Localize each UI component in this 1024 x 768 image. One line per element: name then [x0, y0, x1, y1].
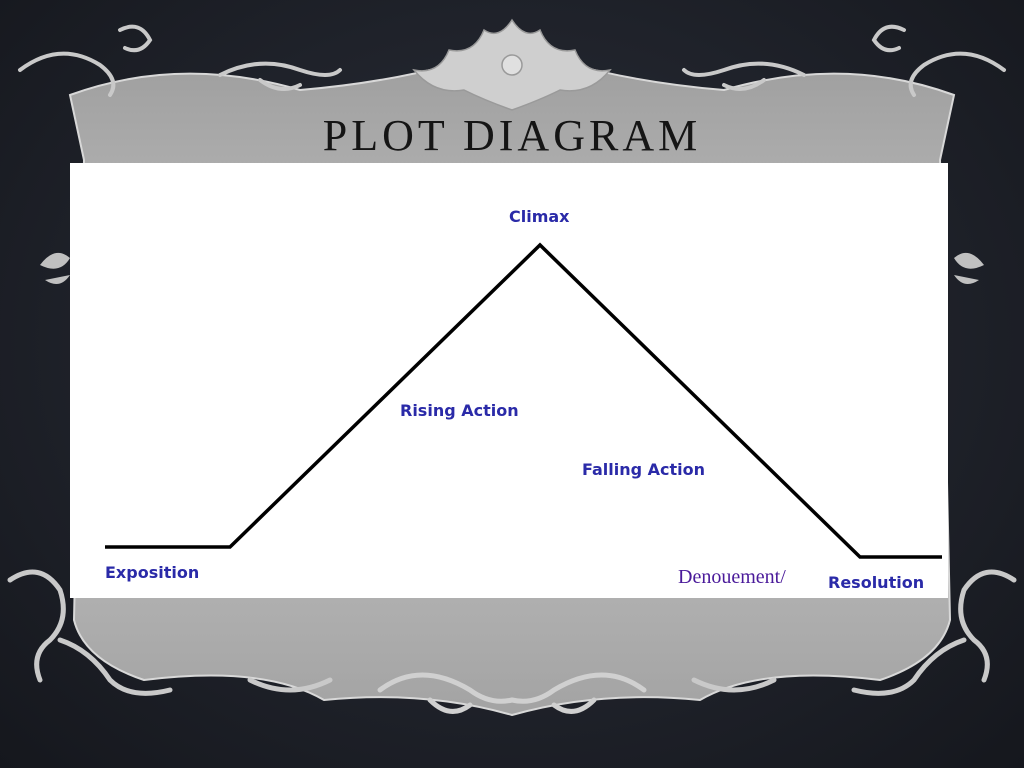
plot-line-svg — [105, 242, 942, 559]
denouement-label: Denouement/ — [678, 566, 786, 588]
slide-title: PLOT DIAGRAM — [322, 111, 702, 160]
flourish-bottom-center — [377, 672, 647, 714]
falling-action-label: Falling Action — [582, 460, 706, 479]
flourish-bottom-right — [691, 569, 1017, 696]
resolution-label: Resolution — [828, 573, 925, 592]
climax-label: Climax — [509, 207, 570, 226]
flourish-top-center — [412, 18, 612, 111]
rising-action-label: Rising Action — [400, 401, 519, 420]
flourish-left-side — [40, 252, 70, 284]
flourish-top-left — [18, 24, 342, 97]
exposition-label: Exposition — [105, 563, 200, 582]
flourish-bottom-left — [7, 569, 333, 696]
plot-diagram-panel: Climax Rising Action Falling Action Expo… — [70, 163, 948, 598]
flourish-top-right — [682, 24, 1006, 97]
flourish-right-side — [954, 252, 984, 284]
plot-arc-line — [105, 242, 942, 559]
